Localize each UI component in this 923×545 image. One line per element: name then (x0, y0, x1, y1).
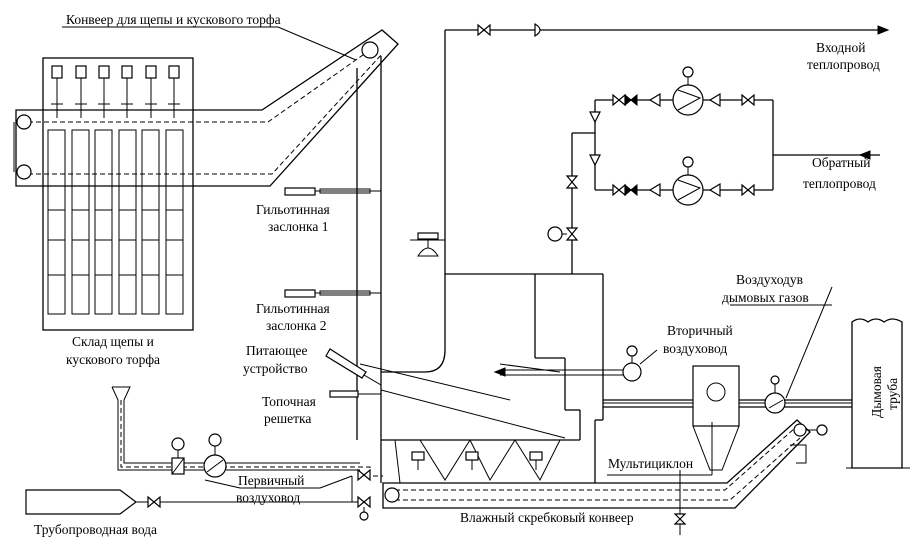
guillotine-gate-2 (284, 289, 381, 298)
gauge-icon (682, 156, 694, 168)
return-heating-pipe (773, 150, 880, 160)
guillotine-gate-1-label: Гильотинная (256, 202, 330, 217)
multicyclone (692, 365, 740, 471)
pump-icon (672, 84, 704, 116)
valve-icon (357, 468, 371, 482)
grate-label: решетка (264, 411, 311, 426)
guillotine-gate-2-label: Гильотинная (256, 301, 330, 316)
conveyor-pulley-icon (384, 487, 400, 503)
secondary-air-duct (500, 345, 642, 382)
conveyor-pulley-icon (16, 114, 32, 130)
water-pipe-label: Трубопроводная вода (34, 522, 157, 537)
flue-gas-fan-label: Воздуходув (736, 272, 803, 287)
gauge-icon (547, 226, 563, 242)
secondary-air-label: воздуховод (663, 341, 727, 356)
storage-screw-columns (47, 129, 184, 315)
conveyor-pulley-icon (793, 423, 807, 437)
chip-conveyor (13, 29, 399, 187)
boiler (356, 30, 604, 484)
feeder-label: Питающее (246, 343, 308, 358)
guillotine-gate-2-label: заслонка 2 (266, 318, 327, 333)
inlet-heating-pipe (445, 22, 890, 38)
valve-icon (477, 23, 491, 37)
return-pipe-label: Обратный (812, 155, 870, 170)
storage-top-drives (51, 65, 180, 118)
secondary-air-label: Вторичный (667, 323, 733, 338)
pump-icon (672, 174, 704, 206)
grate-actuator (329, 390, 381, 398)
check-valve-icon (534, 22, 541, 38)
chimney-label: Дымовая (869, 366, 884, 418)
primary-air-duct (111, 386, 383, 478)
grate-hoppers (394, 439, 561, 484)
storage-label: Склад щепы и (72, 334, 154, 349)
flue-gas-fan-label: дымовых газов (722, 290, 809, 305)
valve-icon (565, 175, 579, 189)
storage-hall (42, 57, 194, 331)
valve-icon (565, 227, 579, 241)
conveyor-pulley-icon (16, 164, 32, 180)
valve-icon (357, 495, 371, 509)
storage-label: кускового торфа (66, 352, 160, 367)
guillotine-gate-1-label: заслонка 1 (268, 219, 329, 234)
primary-air-label: Первичный (238, 473, 304, 488)
flue-gas-fan (764, 375, 786, 414)
conveyor-head-pulley-icon (361, 41, 379, 59)
inlet-pipe-label: теплопровод (807, 57, 880, 72)
feeder-label: устройство (243, 361, 308, 376)
guillotine-gate-1 (284, 187, 381, 196)
grate-label: Топочная (262, 394, 316, 409)
feeder (325, 348, 382, 386)
wet-scraper-conveyor (382, 419, 828, 535)
multicyclone-label: Мультициклон (608, 456, 693, 471)
chimney (846, 318, 910, 469)
chimney-label: труба (885, 378, 900, 410)
water-pipe (25, 468, 371, 521)
conveyor-label: Конвеер для щепы и кускового торфа (66, 12, 281, 27)
valve-icon (147, 495, 161, 509)
leader-lines (62, 26, 833, 489)
inlet-pipe-label: Входной (816, 40, 866, 55)
return-pipe-label: теплопровод (803, 176, 876, 191)
primary-air-label: воздуховод (236, 490, 300, 505)
safety-valve-icon (410, 232, 445, 257)
wet-conveyor-label: Влажный скребковый конвеер (460, 510, 634, 525)
pump-loop (547, 66, 774, 274)
gauge-icon (682, 66, 694, 78)
